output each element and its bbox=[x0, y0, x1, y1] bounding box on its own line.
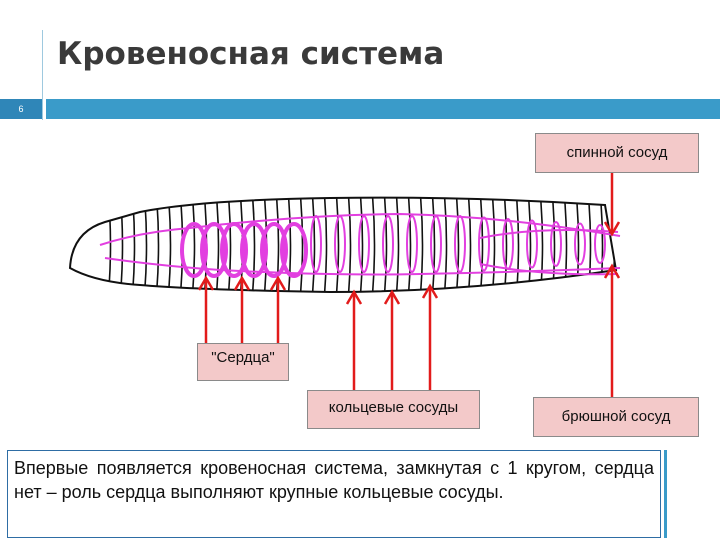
arrow-dorsal-vessel bbox=[605, 172, 619, 234]
arrow-heart bbox=[235, 278, 249, 344]
arrow-heart bbox=[271, 278, 285, 344]
arrow-ventral-vessel bbox=[605, 266, 619, 398]
arrow-ring-vessel bbox=[423, 286, 437, 390]
label-hearts: "Сердца" bbox=[197, 343, 289, 381]
arrow-ring-vessel bbox=[385, 292, 399, 390]
label-dorsal-vessel: спинной сосуд bbox=[535, 133, 699, 173]
arrow-ring-vessel bbox=[347, 292, 361, 390]
earthworm-diagram bbox=[0, 0, 720, 450]
info-text: Впервые появляется кровеносная система, … bbox=[14, 456, 654, 504]
label-ventral-vessel: брюшной сосуд bbox=[533, 397, 699, 437]
arrow-heart bbox=[199, 278, 213, 344]
label-ring-vessels: кольцевые сосуды bbox=[307, 390, 480, 429]
info-side-rule bbox=[664, 450, 667, 538]
worm-body bbox=[70, 198, 616, 292]
